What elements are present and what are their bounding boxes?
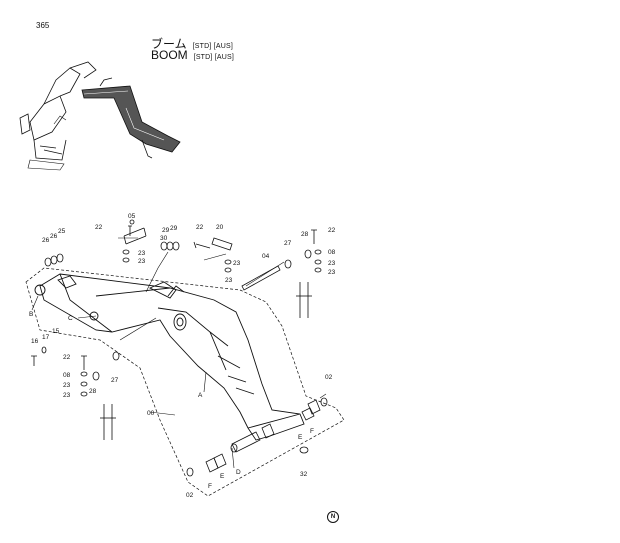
label-E2: E bbox=[220, 473, 225, 480]
label-08: 08 bbox=[328, 249, 336, 256]
label-23e: 23 bbox=[328, 260, 336, 267]
label-00: 00 bbox=[147, 410, 155, 417]
label-C: C bbox=[68, 315, 73, 322]
label-D: D bbox=[236, 469, 241, 476]
label-23a: 23 bbox=[138, 250, 146, 257]
label-23h: 23 bbox=[63, 392, 71, 399]
washers-nuts bbox=[41, 241, 328, 477]
label-02b: 02 bbox=[186, 492, 194, 499]
label-F2: F bbox=[208, 483, 212, 490]
callout-labels: 22 05 29 30 29 22 20 22 26 25 26 23 23 2… bbox=[29, 213, 336, 499]
bushings-ef bbox=[205, 399, 321, 473]
label-15: 15 bbox=[52, 328, 60, 335]
label-23b: 23 bbox=[138, 258, 146, 265]
label-32: 32 bbox=[300, 471, 308, 478]
pin-05 bbox=[123, 219, 147, 245]
cylinder-fragments bbox=[100, 282, 312, 440]
label-22d: 22 bbox=[63, 354, 71, 361]
label-29b: 29 bbox=[170, 225, 178, 232]
label-F: F bbox=[310, 428, 314, 435]
label-23g: 23 bbox=[63, 382, 71, 389]
label-23d: 23 bbox=[225, 277, 233, 284]
label-22c: 22 bbox=[328, 227, 336, 234]
title-en-text: BOOM bbox=[151, 48, 188, 62]
bolt-22-top bbox=[31, 225, 317, 370]
label-E: E bbox=[298, 434, 303, 441]
boom-thumbnail bbox=[81, 77, 181, 159]
title-japanese: ブーム [STD] [AUS] bbox=[151, 35, 233, 52]
label-A: A bbox=[198, 392, 203, 399]
label-28: 28 bbox=[301, 231, 309, 238]
label-27: 27 bbox=[284, 240, 292, 247]
footer-mark: N bbox=[327, 511, 339, 523]
label-28b: 28 bbox=[89, 388, 97, 395]
label-30: 30 bbox=[160, 235, 168, 242]
title-jp-tags: [STD] [AUS] bbox=[192, 43, 233, 50]
label-27b: 27 bbox=[111, 377, 119, 384]
label-26b: 26 bbox=[50, 233, 58, 240]
label-25: 25 bbox=[58, 228, 66, 235]
label-05: 05 bbox=[128, 213, 136, 220]
label-22: 22 bbox=[95, 224, 103, 231]
label-17: 17 bbox=[42, 334, 50, 341]
title-jp-text: ブーム bbox=[151, 37, 187, 51]
label-B: B bbox=[29, 311, 33, 318]
pin-20 bbox=[211, 237, 233, 251]
title-en-tags: [STD] [AUS] bbox=[193, 54, 234, 61]
label-22b: 22 bbox=[196, 224, 204, 231]
label-08b: 08 bbox=[63, 372, 71, 379]
label-02: 02 bbox=[325, 374, 333, 381]
leader-lines bbox=[31, 237, 327, 469]
label-26: 26 bbox=[42, 237, 50, 244]
title-english: BOOM [STD] [AUS] bbox=[151, 48, 234, 62]
label-04: 04 bbox=[262, 253, 270, 260]
label-16: 16 bbox=[31, 338, 39, 345]
label-29: 29 bbox=[162, 227, 170, 234]
assembly-dashed-outline bbox=[25, 267, 345, 497]
boom-body bbox=[34, 273, 305, 441]
label-20: 20 bbox=[216, 224, 224, 231]
label-23f: 23 bbox=[328, 269, 336, 276]
excavator-thumbnail bbox=[19, 61, 97, 171]
pin-d bbox=[230, 431, 261, 453]
label-23c: 23 bbox=[233, 260, 241, 267]
page-number: 365 bbox=[36, 21, 50, 30]
pin-04 bbox=[241, 265, 281, 291]
